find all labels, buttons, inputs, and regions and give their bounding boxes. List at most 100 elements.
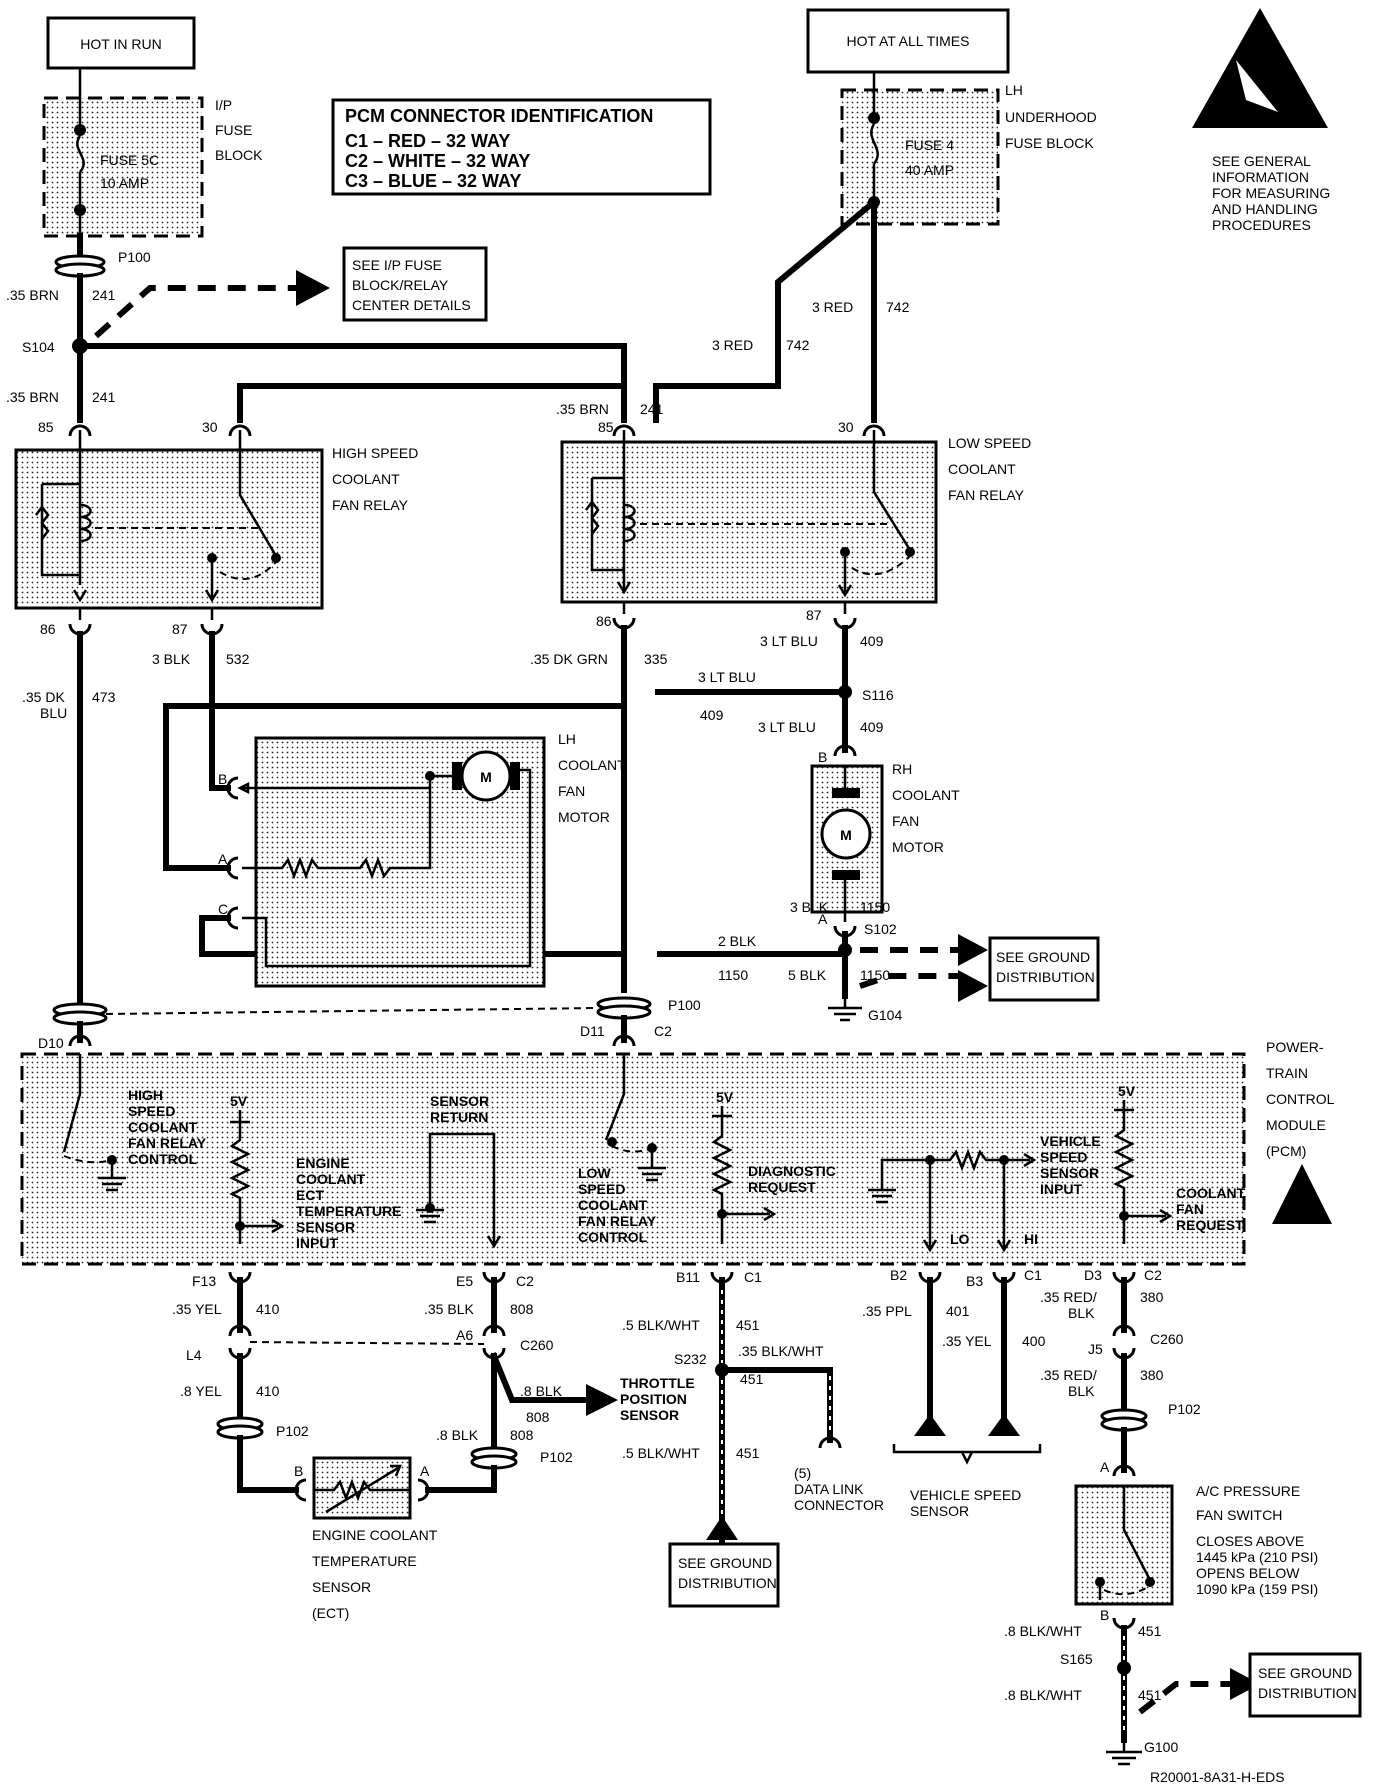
- svg-text:POWER-: POWER-: [1266, 1039, 1324, 1055]
- svg-text:TRAIN: TRAIN: [1266, 1065, 1308, 1081]
- svg-text:C1: C1: [1024, 1267, 1042, 1283]
- svg-text:ENGINE: ENGINE: [296, 1155, 350, 1171]
- svg-text:.35 BLK: .35 BLK: [424, 1301, 474, 1317]
- svg-text:410: 410: [256, 1383, 280, 1399]
- svg-text:BLU: BLU: [40, 705, 67, 721]
- svg-text:C1: C1: [744, 1269, 762, 1285]
- p102-tps-label: P102: [540, 1449, 573, 1465]
- svg-text:UNDERHOOD: UNDERHOOD: [1005, 109, 1097, 125]
- svg-text:INPUT: INPUT: [296, 1235, 338, 1251]
- svg-text:808: 808: [510, 1427, 534, 1443]
- svg-text:5 BLK: 5 BLK: [788, 967, 827, 983]
- svg-text:F13: F13: [192, 1273, 216, 1289]
- svg-text:380: 380: [1140, 1367, 1164, 1383]
- svg-text:J5: J5: [1088, 1341, 1103, 1357]
- svg-text:B: B: [818, 749, 827, 765]
- svg-text:FUSE BLOCK: FUSE BLOCK: [1005, 135, 1094, 151]
- svg-text:451: 451: [740, 1371, 764, 1387]
- svg-text:SPEED: SPEED: [1040, 1149, 1087, 1165]
- svg-text:D3: D3: [1084, 1267, 1102, 1283]
- svg-text:86: 86: [596, 613, 612, 629]
- pcm-low-speed-driver: LOW SPEED COOLANT FAN RELAY CONTROL: [578, 1054, 666, 1245]
- esd-warning: SEE GENERAL INFORMATION FOR MEASURING AN…: [1192, 8, 1330, 233]
- svg-text:.8 BLK: .8 BLK: [520, 1383, 563, 1399]
- lh-underhood-fuse-block: FUSE 4 40 AMP LH UNDERHOOD FUSE BLOCK: [840, 82, 1097, 226]
- svg-text:400: 400: [1022, 1333, 1046, 1349]
- svg-text:C3 – BLUE – 32 WAY: C3 – BLUE – 32 WAY: [345, 171, 521, 191]
- svg-text:VEHICLE SPEED: VEHICLE SPEED: [910, 1487, 1021, 1503]
- svg-text:.35 PPL: .35 PPL: [862, 1303, 912, 1319]
- svg-text:COOLANT: COOLANT: [128, 1119, 198, 1135]
- svg-text:CONTROL: CONTROL: [128, 1151, 198, 1167]
- wire-473: .35 DK BLU 473: [22, 631, 116, 1008]
- svg-text:A/C PRESSURE: A/C PRESSURE: [1196, 1483, 1300, 1499]
- hot-at-all-times-box: HOT AT ALL TIMES: [806, 8, 1010, 74]
- svg-text:HI: HI: [1024, 1231, 1038, 1247]
- svg-text:INPUT: INPUT: [1040, 1181, 1082, 1197]
- pcm-connector-identification: PCM CONNECTOR IDENTIFICATION C1 – RED – …: [331, 98, 712, 196]
- svg-text:1445 kPa (210 PSI): 1445 kPa (210 PSI): [1196, 1549, 1318, 1565]
- svg-text:.35 YEL: .35 YEL: [942, 1333, 992, 1349]
- svg-text:TEMPERATURE: TEMPERATURE: [296, 1203, 402, 1219]
- svg-text:SENSOR: SENSOR: [430, 1093, 489, 1109]
- svg-text:PCM CONNECTOR IDENTIFICATION: PCM CONNECTOR IDENTIFICATION: [345, 106, 653, 126]
- svg-text:451: 451: [736, 1317, 760, 1333]
- svg-text:PROCEDURES: PROCEDURES: [1212, 217, 1311, 233]
- hot-in-run-box: HOT IN RUN: [46, 16, 196, 70]
- svg-text:3 RED: 3 RED: [812, 299, 853, 315]
- svg-text:C2 – WHITE – 32 WAY: C2 – WHITE – 32 WAY: [345, 151, 530, 171]
- svg-text:742: 742: [786, 337, 810, 353]
- svg-text:ECT: ECT: [296, 1187, 324, 1203]
- see-ground-distribution-2: SEE GROUND DISTRIBUTION: [668, 1542, 780, 1608]
- svg-text:808: 808: [526, 1409, 550, 1425]
- svg-text:.8 YEL: .8 YEL: [180, 1383, 222, 1399]
- svg-text:HOT AT ALL TIMES: HOT AT ALL TIMES: [847, 33, 970, 49]
- svg-text:COOLANT: COOLANT: [332, 471, 400, 487]
- svg-text:FAN: FAN: [892, 813, 919, 829]
- svg-text:VEHICLE: VEHICLE: [1040, 1133, 1101, 1149]
- svg-text:MODULE: MODULE: [1266, 1117, 1326, 1133]
- g104-label: G104: [868, 1007, 902, 1023]
- svg-text:2 BLK: 2 BLK: [718, 933, 757, 949]
- svg-text:DISTRIBUTION: DISTRIBUTION: [996, 969, 1095, 985]
- wire-241: .35 BRN 241 .35 BRN 241 .35 BRN 241 P100…: [6, 233, 664, 423]
- svg-text:808: 808: [510, 1301, 534, 1317]
- see-ground-distribution-1: SEE GROUND DISTRIBUTION: [988, 936, 1100, 1002]
- svg-text:1150: 1150: [860, 967, 890, 983]
- svg-text:LO: LO: [950, 1231, 970, 1247]
- svg-text:D10: D10: [38, 1035, 64, 1051]
- svg-text:5V: 5V: [1118, 1083, 1136, 1099]
- p102-ect-label: P102: [276, 1423, 309, 1439]
- throttle-position-sensor-label: THROTTLE POSITION SENSOR: [620, 1375, 695, 1423]
- svg-text:.35 RED/: .35 RED/: [1040, 1289, 1097, 1305]
- pcm-bottom-pins: F13 E5 C2 B11 C1 B2 B3 C1 D3 C2: [192, 1267, 1162, 1289]
- g100-label: G100: [1144, 1739, 1178, 1755]
- ac-pressure-fan-switch: A B A/C PRESSURE FAN SWITCH CLOSES ABOVE…: [1074, 1459, 1318, 1630]
- svg-text:A6: A6: [456, 1327, 473, 1343]
- svg-text:1090 kPa (159 PSI): 1090 kPa (159 PSI): [1196, 1581, 1318, 1597]
- svg-text:.35 BRN: .35 BRN: [556, 401, 609, 417]
- svg-text:INFORMATION: INFORMATION: [1212, 169, 1309, 185]
- p100-lower-connector: P100 D10 D11 C2: [38, 996, 701, 1051]
- svg-text:SEE GROUND: SEE GROUND: [678, 1555, 772, 1571]
- svg-text:MOTOR: MOTOR: [558, 809, 610, 825]
- fuse-4-label: FUSE 4: [905, 137, 954, 153]
- svg-text:FAN SWITCH: FAN SWITCH: [1196, 1507, 1282, 1523]
- svg-text:B: B: [1100, 1607, 1109, 1623]
- pcm-ect-input: 5V ENGINE COOLANT ECT TEMPERATURE SENSOR…: [229, 1093, 402, 1251]
- pcm-diagnostic-request: 5V DIAGNOSTIC REQUEST: [711, 1089, 836, 1244]
- svg-text:M: M: [480, 769, 492, 785]
- svg-text:COOLANT: COOLANT: [1176, 1185, 1246, 1201]
- svg-text:410: 410: [256, 1301, 280, 1317]
- s104-label: S104: [22, 339, 55, 355]
- svg-text:3 LT BLU: 3 LT BLU: [758, 719, 816, 735]
- svg-text:241: 241: [92, 389, 116, 405]
- svg-text:REQUEST: REQUEST: [1176, 1217, 1244, 1233]
- low-speed-coolant-fan-relay: 85 30 LOW SPEED COOLANT FAN RELAY: [560, 419, 1031, 604]
- svg-text:.35 RED/: .35 RED/: [1040, 1367, 1097, 1383]
- p100-top-label: P100: [118, 249, 151, 265]
- svg-text:409: 409: [700, 707, 724, 723]
- svg-text:86: 86: [40, 621, 56, 637]
- svg-text:SEE GROUND: SEE GROUND: [1258, 1665, 1352, 1681]
